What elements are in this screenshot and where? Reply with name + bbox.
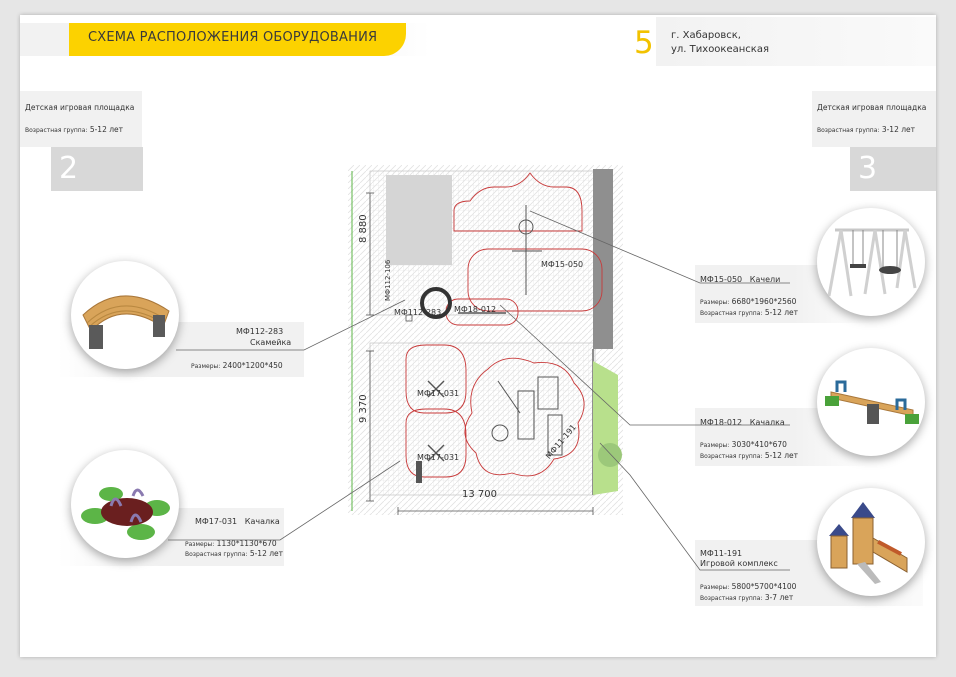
zone-2-age-value: 5-12 лет	[89, 125, 124, 134]
leader-lines	[168, 210, 790, 571]
page-title: СХЕМА РАСПОЛОЖЕНИЯ ОБОРУДОВАНИЯ	[88, 30, 378, 45]
complex-size-label: Размеры:	[700, 584, 730, 591]
seesaw-size-value: 3030*410*670	[731, 440, 787, 449]
address-street: ул. Тихоокеанская	[671, 44, 769, 55]
drawing-sheet: СХЕМА РАСПОЛОЖЕНИЯ ОБОРУДОВАНИЯ 5 г. Хаб…	[20, 15, 936, 657]
swing-picture	[817, 208, 925, 316]
rocker-size-label: Размеры:	[185, 541, 215, 548]
bench-size-label: Размеры:	[191, 363, 221, 370]
plan-label-swing: МФ15-050	[541, 260, 584, 269]
bench-code: МФ112-283	[236, 327, 284, 336]
swing-age: Возрастная группа: 5-12 лет	[700, 308, 798, 317]
seesaw-age: Возрастная группа: 5-12 лет	[700, 451, 798, 460]
bench-size: Размеры: 2400*1200*450	[191, 361, 283, 370]
swing-code: МФ15-050	[700, 275, 743, 284]
rocker-name: Качалка	[244, 517, 280, 526]
seesaw-size: Размеры: 3030*410*670	[700, 440, 787, 449]
seesaw-picture	[817, 348, 925, 456]
rocker-age: Возрастная группа: 5-12 лет	[185, 549, 283, 558]
complex-name: Игровой комплекс	[700, 559, 778, 568]
seesaw-age-label: Возрастная группа:	[700, 453, 763, 460]
complex-picture	[817, 488, 925, 596]
zone-2-age: Возрастная группа: 5-12 лет	[25, 125, 123, 134]
seesaw-name: Качалка	[749, 418, 785, 427]
rocker-code: МФ17-031	[195, 517, 238, 526]
complex-size-value: 5800*5700*4100	[731, 582, 797, 591]
seesaw-age-value: 5-12 лет	[764, 451, 799, 460]
address-city: г. Хабаровск,	[671, 30, 741, 41]
swing-size-value: 6680*1960*2560	[731, 297, 797, 306]
plan-label-bench: МФ112-283	[394, 308, 442, 317]
rocker-age-value: 5-12 лет	[249, 549, 284, 558]
complex-code: МФ11-191	[700, 549, 743, 558]
complex-age: Возрастная группа: 3-7 лет	[700, 593, 793, 602]
rocker-size: Размеры: 1130*1130*670	[185, 539, 277, 548]
plan-label-rocker-1: МФ17-031	[417, 389, 460, 398]
rocker-size-value: 1130*1130*670	[216, 539, 277, 548]
rocker-title: МФ17-031 Качалка	[195, 517, 280, 526]
zone-3-age-value: 3-12 лет	[881, 125, 916, 134]
swing-icon	[827, 228, 917, 297]
bench-name: Скамейка	[250, 338, 292, 347]
title-bar	[69, 23, 406, 56]
zone-3-title: Детская игровая площадка	[817, 103, 927, 112]
complex-size: Размеры: 5800*5700*4100	[700, 582, 796, 591]
play-complex-icon	[829, 502, 908, 584]
zone-3-panel	[812, 91, 936, 147]
zone-3-age: Возрастная группа: 3-12 лет	[817, 125, 915, 134]
complex-age-value: 3-7 лет	[764, 593, 794, 602]
zone-3-age-label: Возрастная группа:	[817, 127, 880, 134]
zone-2-title: Детская игровая площадка	[25, 103, 135, 112]
bench-picture	[71, 261, 179, 369]
bench-size-value: 2400*1200*450	[222, 361, 283, 370]
address-backdrop	[656, 17, 936, 66]
swing-age-value: 5-12 лет	[764, 308, 799, 317]
swing-title: МФ15-050 Качели	[700, 275, 780, 284]
rocker-picture	[71, 450, 179, 558]
dim-width-label: 13 700	[462, 489, 497, 500]
swing-size: Размеры: 6680*1960*2560	[700, 297, 796, 306]
zone-2-panel	[20, 91, 142, 147]
swing-name: Качели	[749, 275, 781, 284]
seesaw-code: МФ18-012	[700, 418, 743, 427]
site-plan	[348, 165, 623, 515]
plan-label-rocker-2: МФ17-031	[417, 453, 460, 462]
zone-3-number: 3	[850, 147, 936, 191]
bench-icon	[82, 295, 170, 349]
plan-label-seesaw: МФ18-012	[454, 305, 497, 314]
seesaw-title: МФ18-012 Качалка	[700, 418, 785, 427]
address: г. Хабаровск, ул. Тихоокеанская	[671, 29, 769, 57]
zone-2-age-label: Возрастная группа:	[25, 127, 88, 134]
swing-size-label: Размеры:	[700, 299, 730, 306]
swing-age-label: Возрастная группа:	[700, 310, 763, 317]
page-number: 5	[634, 25, 654, 61]
seesaw-icon	[825, 380, 919, 424]
rocker-icon	[81, 487, 170, 540]
seesaw-size-label: Размеры:	[700, 442, 730, 449]
rocker-age-label: Возрастная группа:	[185, 551, 248, 558]
zone-2-number: 2	[51, 147, 143, 191]
complex-age-label: Возрастная группа:	[700, 595, 763, 602]
